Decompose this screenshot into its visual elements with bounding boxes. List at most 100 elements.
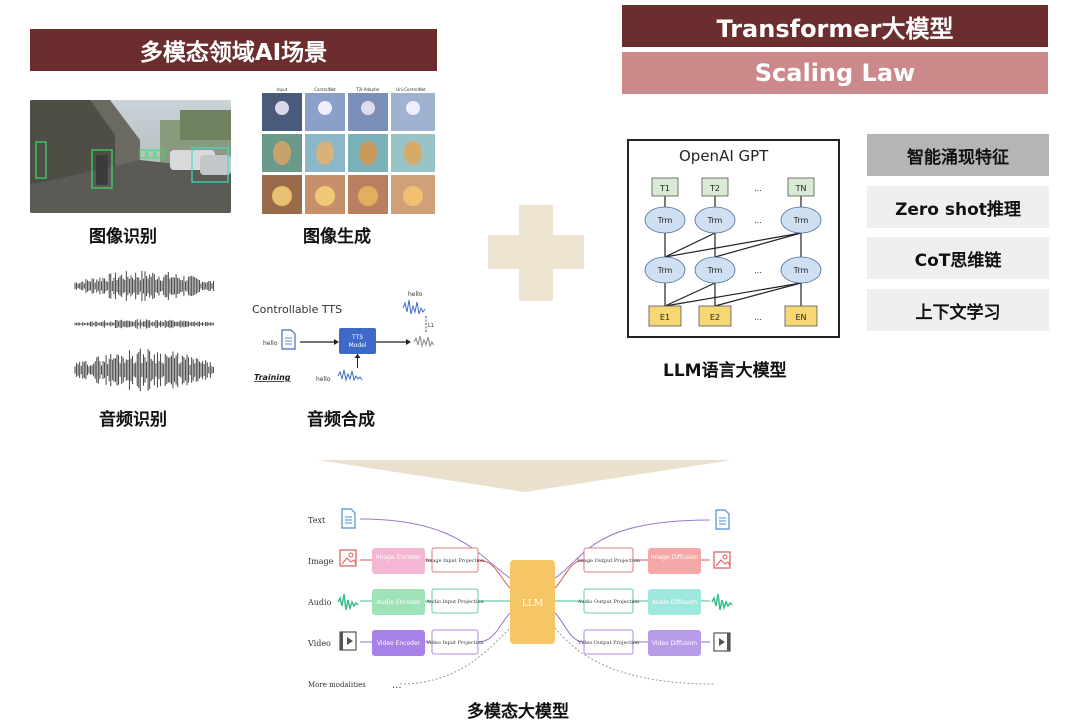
mm-row-video: Video [307,639,331,648]
audio-output-projection-label: Audio Output Projection [577,599,640,605]
document-icon [281,329,296,350]
audio-synthesis-caption: 音频合成 [307,410,375,430]
transformer-header: Transformer大模型 [622,5,1048,47]
gpt-embedding-en: EN [795,313,806,322]
llm-caption: LLM语言大模型 [663,361,787,381]
gpt-title: OpenAI GPT [679,147,769,165]
waveform-3 [74,348,214,392]
video-diffusion-label: Video Diffusion [652,640,697,647]
gpt-trm-label: Trm [707,216,723,225]
gpt-trm-label: Trm [657,216,673,225]
tts-input-word: hello [263,340,278,347]
image-output-icon [713,551,731,569]
gpt-trm-layer-upper: Trm Trm ... Trm [644,206,822,234]
image-output-projection-box [583,547,634,573]
gen-col-uni: Uni-ControlNet [396,87,426,92]
waveform-1 [74,270,214,302]
audio-output-projection-box [583,588,634,614]
video-output-projection-box [583,629,634,655]
audio-wave-icon [337,593,359,611]
feature-zero-shot-label: Zero shot推理 [895,199,1021,220]
scaling-law-header: Scaling Law [622,52,1048,94]
gpt-ellipsis: ... [754,216,762,225]
feature-cot-label: CoT思维链 [914,250,1002,271]
tts-loss-label: L1 [428,323,434,329]
image-encoder-label: Image Encoder [376,554,422,561]
image-encoder-box [372,548,425,574]
text-file-icon [341,508,356,529]
image-file-icon [339,549,357,567]
gpt-diagram: OpenAI GPT T1 T2 ... TN [627,139,840,338]
gpt-input-embeddings: E1 E2 ... EN [648,305,818,327]
gpt-trm-label: Trm [793,216,809,225]
feature-zero-shot: Zero shot推理 [867,186,1049,228]
plus-icon-vertical [519,205,553,301]
audio-input-projection-label: Audio Input Projection [425,599,484,605]
gpt-token-t2: T2 [709,184,720,193]
gen-col-t2i: T2I-Adapter [355,87,380,92]
funnel-shape [318,460,732,492]
gpt-token-dots: ... [754,184,762,193]
mm-row-text: Text [308,516,326,525]
multimodal-llm-caption: 多模态大模型 [467,702,569,722]
feature-cot: CoT思维链 [867,237,1049,279]
gpt-trm-label: Trm [707,266,723,275]
audio-encoder-label: Audio Encoder [377,599,421,606]
audio-diffusion-label: Audio Diffusion [652,599,698,606]
feature-emergence: 智能涌现特征 [867,134,1049,176]
scaling-law-header-text: Scaling Law [754,59,916,87]
street-scene-image [30,100,231,213]
tts-title: Controllable TTS [252,303,342,316]
text-output-icon [715,509,730,530]
video-output-icon [713,632,731,652]
image-diffusion-label: Image Diffusion [651,554,698,561]
waveform-2 [74,319,214,329]
gen-col-controlnet: ControlNet [314,87,336,92]
video-encoder-box [372,630,425,656]
audio-waveforms [70,262,220,397]
video-diffusion-box [648,630,701,656]
image-diffusion-box [648,548,701,574]
image-generation-caption: 图像生成 [303,227,371,247]
feature-in-context: 上下文学习 [867,289,1049,331]
tts-training-label: Training [254,373,291,382]
audio-input-projection-box [431,588,479,614]
mm-dots-left: ... [392,680,402,691]
video-file-icon [339,631,357,651]
tts-diagram: Controllable TTS hello TTS Model hello L… [248,288,448,388]
gpt-ellipsis: ... [754,266,762,275]
gpt-trm-layer-lower: Trm Trm ... Trm [644,256,822,284]
gpt-embedding-dots: ... [754,313,762,322]
audio-output-icon [711,593,733,611]
feature-in-context-label: 上下文学习 [915,302,1001,323]
gen-col-input: Input [277,87,288,92]
tts-model-label-2: Model [348,342,366,349]
mm-row-more: More modalities [308,681,366,689]
tts-train-word: hello [316,376,331,383]
gpt-trm-label: Trm [657,266,673,275]
gpt-embedding-e2: E2 [710,313,720,322]
image-input-projection-label: Image Input Projection [426,558,485,564]
video-input-projection-box [431,629,479,655]
llm-label: LLM [522,599,543,609]
image-output-projection-label: Image Output Projection [577,558,640,564]
video-encoder-label: Video Encoder [377,640,421,647]
audio-encoder-box [372,589,425,615]
tts-model-label-1: TTS [351,334,363,341]
gpt-token-t1: T1 [659,184,670,193]
audio-recognition-caption: 音频识别 [99,410,167,430]
image-recognition-caption: 图像识别 [89,227,157,247]
tts-model-box [339,328,376,354]
audio-diffusion-box [648,589,701,615]
gpt-trm-label: Trm [793,266,809,275]
mm-row-image: Image [308,557,334,566]
image-generation-grid: Input ControlNet T2I-Adapter Uni-Control… [262,86,435,216]
image-input-projection-box [431,547,479,573]
multimodal-scenes-header: 多模态领域AI场景 [30,29,437,71]
gpt-embedding-e1: E1 [660,313,670,322]
tts-output-word: hello [408,291,423,298]
video-output-projection-label: Video Output Projection [577,640,640,646]
llm-box [510,560,555,644]
transformer-header-text: Transformer大模型 [716,14,954,43]
multimodal-llm-diagram: Text Image Audio Video More modalities .… [300,498,750,698]
